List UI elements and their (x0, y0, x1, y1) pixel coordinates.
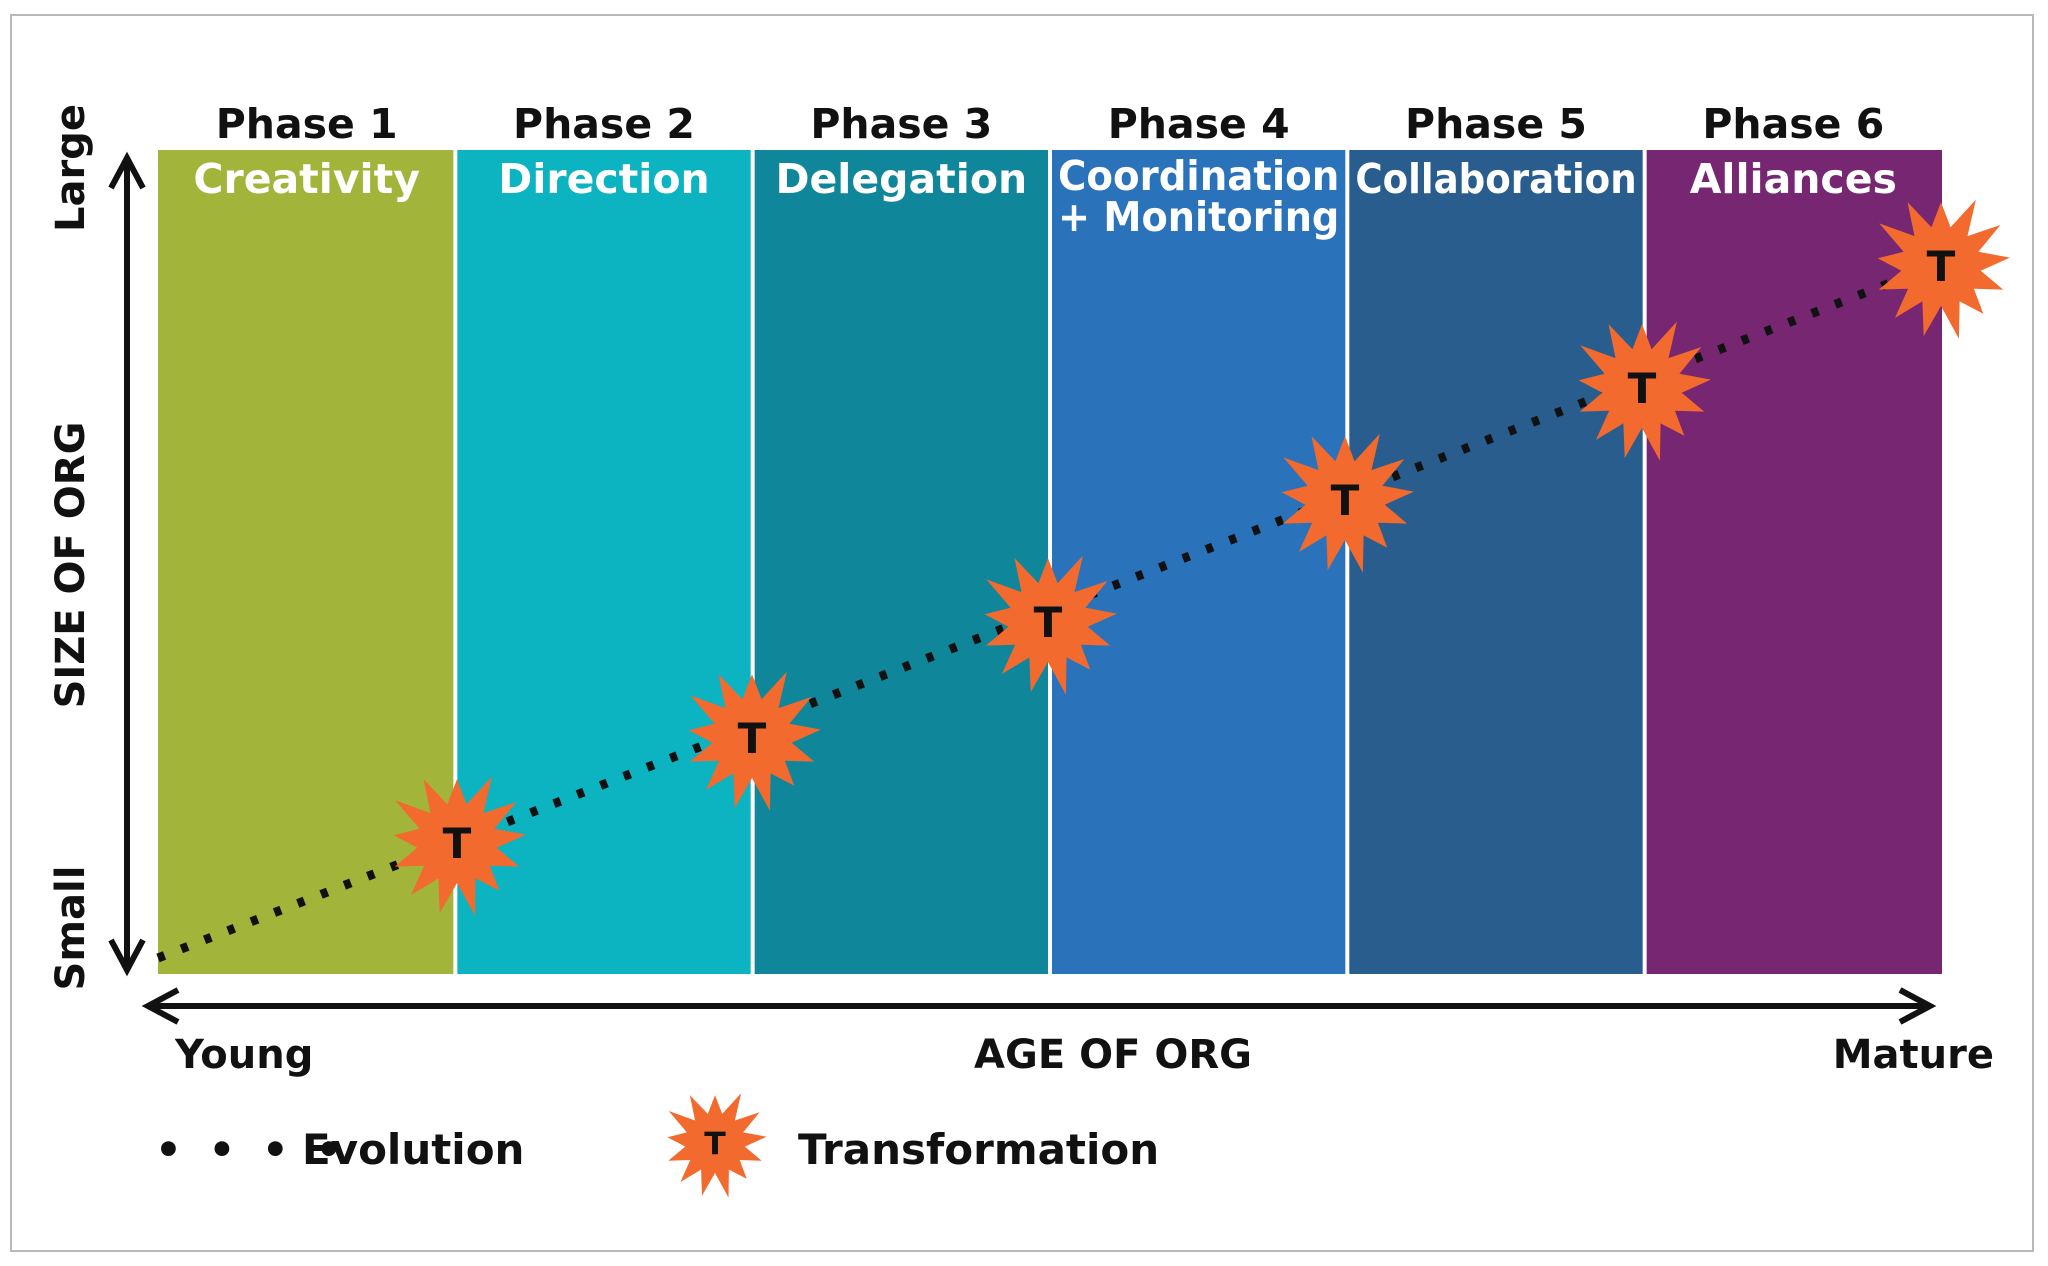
phase-column-6 (1646, 150, 1942, 974)
phase-number-5: Phase 5 (1405, 100, 1587, 148)
phase-name-6: Alliances (1690, 155, 1897, 203)
legend: • • • • Evolution T Transformation (155, 1093, 1159, 1198)
phase-number-3: Phase 3 (810, 100, 992, 148)
phase-number-1: Phase 1 (216, 100, 398, 148)
burst-letter: T (1927, 242, 1956, 291)
legend-transformation-icon: T (667, 1093, 767, 1198)
phase-column-4 (1052, 150, 1346, 974)
burst-letter: T (704, 1126, 726, 1162)
x-axis-left-label: Young (174, 1032, 313, 1078)
x-axis-arrowhead-right (1898, 987, 1937, 1025)
phase-name-3: Delegation (775, 155, 1027, 203)
transformation-marker-4: T (1281, 433, 1414, 573)
burst-letter: T (443, 819, 472, 868)
burst-letter: T (1628, 364, 1657, 413)
phase-column-3 (754, 150, 1048, 974)
y-axis-arrowhead-bottom (108, 938, 146, 977)
x-axis-arrowhead-left (141, 987, 180, 1025)
x-axis: Young AGE OF ORG Mature (141, 987, 1994, 1078)
burst-letter: T (1331, 476, 1360, 525)
legend-transformation-label: Transformation (798, 1125, 1159, 1174)
x-axis-title: AGE OF ORG (974, 1032, 1252, 1078)
x-axis-right-label: Mature (1833, 1032, 1994, 1078)
burst-shape (1578, 321, 1711, 461)
phase-column-2 (457, 150, 751, 974)
transformation-marker-1: T (393, 776, 526, 916)
diagram-frame (10, 14, 2034, 1252)
burst-shape (688, 671, 821, 811)
burst-shape (1281, 433, 1414, 573)
y-axis-arrowhead-top (108, 151, 146, 190)
legend-evolution-marker: • • • • (155, 1125, 348, 1174)
legend-evolution-label: Evolution (302, 1125, 524, 1174)
phase-name-4-line-2: + Monitoring (1058, 193, 1339, 241)
legend-transformation-burst: T (667, 1093, 767, 1198)
phase-name-5: Collaboration (1355, 155, 1636, 203)
burst-letter: T (738, 714, 767, 763)
y-axis-title: SIZE OF ORG (48, 422, 94, 709)
phase-name-1: Creativity (193, 155, 420, 203)
burst-shape (984, 555, 1117, 695)
transformation-marker-5: T (1578, 321, 1711, 461)
transformation-marker-6: T (1877, 199, 2010, 339)
transformation-marker-2: T (688, 671, 821, 811)
transformation-markers: T T T T T T (393, 199, 2010, 916)
phase-number-6: Phase 6 (1702, 100, 1884, 148)
phase-column-1 (158, 150, 454, 974)
phase-number-2: Phase 2 (513, 100, 695, 148)
burst-letter: T (1034, 598, 1063, 647)
phase-column-5 (1349, 150, 1643, 974)
burst-shape (667, 1093, 767, 1198)
transformation-marker-3: T (984, 555, 1117, 695)
burst-shape (393, 776, 526, 916)
y-axis-bottom-label: Small (48, 866, 94, 991)
burst-shape (1877, 199, 2010, 339)
phase-name-2: Direction (498, 155, 709, 203)
phase-number-4: Phase 4 (1108, 100, 1290, 148)
y-axis-top-label: Large (48, 104, 94, 232)
y-axis: Large SIZE OF ORG Small (48, 104, 146, 991)
phase-name-4-line-1: Coordination (1058, 152, 1339, 200)
